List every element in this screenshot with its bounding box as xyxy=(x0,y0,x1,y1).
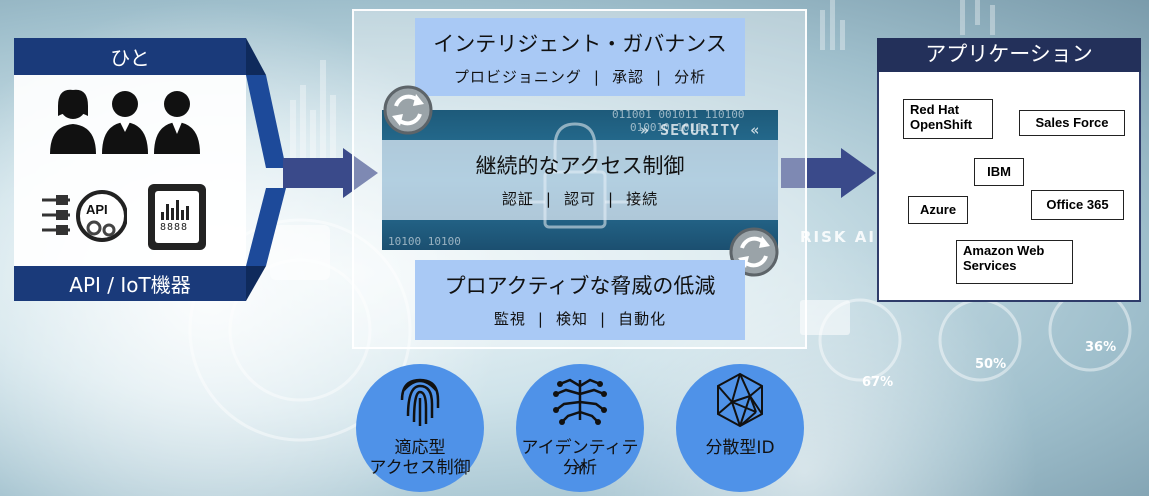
governance-item-approval: 承認 xyxy=(611,68,644,86)
refresh-icon-top xyxy=(383,85,433,135)
app-ibm: IBM xyxy=(974,158,1024,186)
access-item-connection: 接続 xyxy=(626,190,659,208)
threat-item-automation: 自動化 xyxy=(618,310,667,328)
separator: | xyxy=(545,190,552,208)
api-plug-icon xyxy=(42,190,127,242)
separator: | xyxy=(608,190,615,208)
binary-mid: 010010 1011 xyxy=(630,121,703,134)
percent-36: 36% xyxy=(1085,340,1117,355)
applications-title: アプリケーション xyxy=(877,38,1141,72)
arrow-right-left xyxy=(283,148,378,198)
api-badge: API xyxy=(86,202,108,217)
separator: | xyxy=(537,310,544,328)
threat-items: 監視 | 検知 | 自動化 xyxy=(415,308,745,329)
access-box: 継続的なアクセス制御 認証 | 認可 | 接続 xyxy=(382,140,778,220)
meter-digits: 8888 xyxy=(160,222,189,233)
app-sales-force-label: Sales Force xyxy=(1035,115,1109,130)
binary-top: 011001 001011 110100 xyxy=(612,108,745,121)
fingerprint-icon xyxy=(400,378,440,426)
arrow-right-right xyxy=(781,148,876,198)
access-item-authorization: 認可 xyxy=(563,190,596,208)
access-items: 認証 | 認可 | 接続 xyxy=(382,188,778,209)
percent-50: 50% xyxy=(975,357,1007,372)
network-polyhedron-icon xyxy=(717,372,763,428)
threat-box: プロアクティブな脅威の低減 監視 | 検知 | 自動化 xyxy=(415,260,745,340)
app-red-hat-openshift-label: Red Hat OpenShift xyxy=(910,102,973,132)
separator: | xyxy=(656,68,663,86)
threat-item-monitoring: 監視 xyxy=(493,310,526,328)
circuit-brain-icon xyxy=(553,378,607,425)
person-icons xyxy=(50,89,200,154)
app-azure: Azure xyxy=(908,196,968,224)
app-office-365: Office 365 xyxy=(1031,190,1124,220)
meter-icon xyxy=(148,184,206,250)
risk-ai-text: RISK AI xyxy=(800,228,876,246)
access-item-authentication: 認証 xyxy=(501,190,534,208)
separator: | xyxy=(600,310,607,328)
app-ibm-label: IBM xyxy=(987,164,1011,179)
app-red-hat-openshift: Red Hat OpenShift xyxy=(903,99,993,139)
capability-adaptive-access: 適応型 アクセス制御 xyxy=(356,364,484,492)
capability-adaptive-access-line1: 適応型 xyxy=(394,438,446,458)
governance-box: インテリジェント・ガバナンス プロビジョニング | 承認 | 分析 xyxy=(415,18,745,96)
people-title: ひと xyxy=(110,45,150,70)
security-text: » SECURITY « xyxy=(640,121,761,139)
app-sales-force: Sales Force xyxy=(1019,110,1125,136)
governance-items: プロビジョニング | 承認 | 分析 xyxy=(415,66,745,87)
capability-identity-analytics-line2: 分析 xyxy=(563,458,597,478)
capability-decentralized-id-line1: 分散型ID xyxy=(705,438,775,458)
threat-title: プロアクティブな脅威の低減 xyxy=(444,274,716,298)
capability-decentralized-id: 分散型ID xyxy=(676,364,804,492)
threat-item-detection: 検知 xyxy=(555,310,588,328)
governance-item-analysis: 分析 xyxy=(674,68,707,86)
capability-adaptive-access-line2: アクセス制御 xyxy=(369,458,471,478)
app-office-365-label: Office 365 xyxy=(1046,197,1109,212)
percent-67: 67% xyxy=(862,375,894,390)
people-shape xyxy=(14,38,286,301)
capability-identity-analytics: アイデンティティ 分析 xyxy=(516,364,644,492)
governance-title: インテリジェント・ガバナンス xyxy=(433,32,727,56)
binary-bottom: 10100 10100 xyxy=(388,235,461,248)
capability-identity-analytics-line1: アイデンティティ xyxy=(521,438,639,478)
api-iot-label: API / IoT機器 xyxy=(69,273,191,297)
access-title: 継続的なアクセス制御 xyxy=(475,154,685,178)
app-azure-label: Azure xyxy=(919,202,957,217)
app-amazon-web-services-label: Amazon Web Services xyxy=(963,243,1045,273)
governance-item-provisioning: プロビジョニング xyxy=(453,68,582,86)
separator: | xyxy=(593,68,600,86)
app-amazon-web-services: Amazon Web Services xyxy=(956,240,1073,284)
